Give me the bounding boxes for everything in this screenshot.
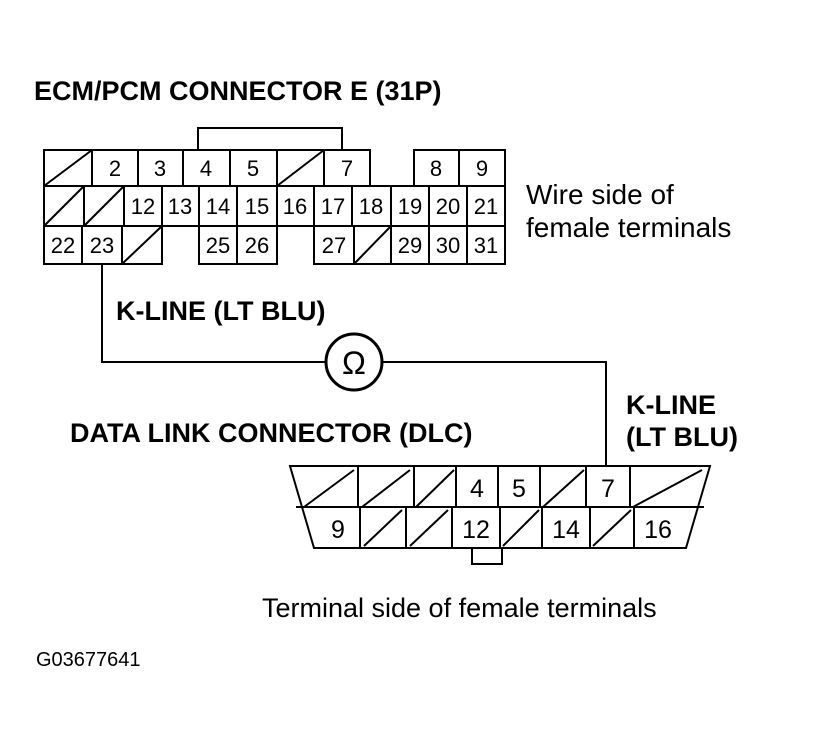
ecm-pin-label: 26 bbox=[245, 233, 269, 258]
dlc-pin-label: 12 bbox=[462, 516, 490, 544]
ecm-pin-label: 15 bbox=[245, 194, 269, 219]
ecm-pin-label: 18 bbox=[359, 194, 383, 219]
ecm-pin-label: 21 bbox=[474, 194, 498, 219]
ecm-pin-label: 31 bbox=[474, 233, 498, 258]
dlc-pin-label: 16 bbox=[644, 516, 672, 544]
ecm-pin-label: 27 bbox=[322, 233, 346, 258]
ecm-pin-label: 7 bbox=[341, 156, 353, 181]
ecm-pin-31 bbox=[466, 225, 506, 265]
ecm-pin-7 bbox=[323, 149, 371, 187]
dlc-pin-3-blank-mark bbox=[415, 469, 455, 508]
dlc-pin-label: 14 bbox=[552, 516, 580, 544]
ecm-pin-label: 30 bbox=[436, 233, 460, 258]
ecm-pin-label: 9 bbox=[476, 156, 488, 181]
ecm-row-2: 12 13 14 15 16 17 18 19 20 21 bbox=[43, 185, 506, 227]
dlc-pin-1-blank-mark bbox=[303, 469, 355, 508]
k-line-right-label-line2: (LT BLU) bbox=[626, 422, 738, 452]
ecm-pin-10-blank-mark bbox=[43, 185, 85, 227]
dlc-pin-label: 7 bbox=[601, 475, 615, 503]
dlc-pin-11-blank-mark bbox=[409, 509, 449, 547]
ecm-pin-12 bbox=[123, 185, 163, 227]
dlc-pin-13-blank-mark bbox=[502, 509, 540, 547]
ecm-pin-label: 22 bbox=[51, 233, 75, 258]
dlc-caption: Terminal side of female terminals bbox=[262, 593, 657, 623]
k-line-left-label: K-LINE (LT BLU) bbox=[116, 296, 325, 326]
dlc-pin-2-blank-mark bbox=[361, 469, 411, 508]
ecm-pin-label: 25 bbox=[206, 233, 230, 258]
ecm-pin-label: 3 bbox=[154, 156, 166, 181]
k-line-wire-right bbox=[382, 361, 607, 466]
ecm-pin-29 bbox=[390, 225, 430, 265]
ecm-pin-11-blank-mark bbox=[83, 185, 125, 227]
ecm-pin-label: 5 bbox=[247, 156, 259, 181]
ecm-pin-30 bbox=[428, 225, 468, 265]
ecm-connector-latch bbox=[197, 127, 343, 151]
ecm-pin-1-blank-mark bbox=[43, 149, 93, 187]
ecm-pin-label: 16 bbox=[283, 194, 307, 219]
dlc-pin-10-blank-mark bbox=[363, 509, 403, 547]
dlc-pin-label: 4 bbox=[470, 475, 484, 503]
ecm-pin-label: 19 bbox=[398, 194, 422, 219]
ecm-side-label-line1: Wire side of bbox=[526, 179, 674, 210]
dlc-pin-8-blank-mark bbox=[632, 469, 703, 508]
ecm-pin-label: 23 bbox=[90, 233, 114, 258]
ohmmeter-circle bbox=[324, 332, 384, 392]
ecm-pin-label: 12 bbox=[131, 194, 155, 219]
ohmmeter-symbol: Ω bbox=[324, 332, 384, 392]
ecm-row-1: 2 3 4 5 7 8 9 bbox=[43, 149, 506, 187]
dlc-pin-15-blank-mark bbox=[592, 509, 632, 547]
ecm-pin-28-blank-mark bbox=[353, 225, 392, 265]
ecm-pin-label: 8 bbox=[430, 156, 442, 181]
ecm-pin-19 bbox=[390, 185, 430, 227]
figure-id: G03677641 bbox=[36, 649, 141, 671]
dlc-pin-label: 5 bbox=[512, 475, 526, 503]
ecm-pin-13 bbox=[161, 185, 200, 227]
ecm-side-label-line2: female terminals bbox=[526, 212, 731, 243]
k-line-right-label-line1: K-LINE bbox=[626, 390, 716, 420]
ecm-pin-label: 20 bbox=[436, 194, 460, 219]
ecm-pin-6-blank-mark bbox=[276, 149, 325, 187]
ecm-pin-24-blank-mark bbox=[121, 225, 163, 265]
dlc-connector-key bbox=[471, 547, 503, 565]
ohm-icon: Ω bbox=[342, 345, 366, 381]
ecm-pin-2 bbox=[91, 149, 139, 187]
dlc-title: DATA LINK CONNECTOR (DLC) bbox=[70, 418, 472, 448]
ecm-row-3: 22 23 25 26 27 29 30 31 bbox=[43, 225, 506, 265]
ecm-pin-label: 29 bbox=[398, 233, 422, 258]
ecm-pin-26 bbox=[236, 225, 278, 265]
k-line-wire-left bbox=[101, 264, 326, 363]
ecm-pin-label: 4 bbox=[200, 156, 212, 181]
dlc-connector: 4 5 7 9 12 14 16 bbox=[288, 465, 712, 565]
ecm-pin-label: 2 bbox=[109, 156, 121, 181]
ecm-pin-22 bbox=[43, 225, 83, 265]
ecm-connector-title: ECM/PCM CONNECTOR E (31P) bbox=[34, 76, 442, 106]
ecm-pin-label: 14 bbox=[206, 194, 230, 219]
dlc-pin-6-blank-mark bbox=[542, 469, 585, 508]
ecm-pin-label: 13 bbox=[168, 194, 192, 219]
dlc-pin-label: 9 bbox=[331, 516, 345, 544]
ecm-pin-label: 17 bbox=[321, 194, 345, 219]
